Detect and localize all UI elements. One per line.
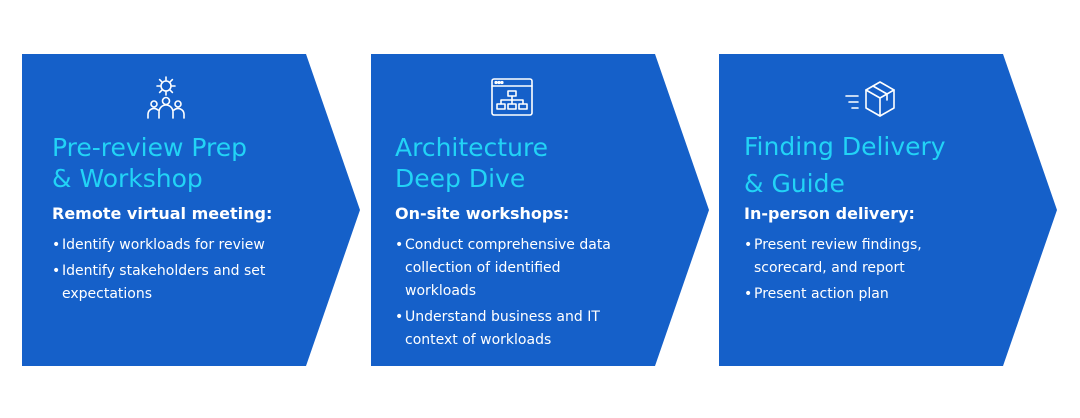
bullet-list: Identify workloads for review Identify s… <box>52 234 297 309</box>
step-subtitle: On-site workshops: <box>395 204 570 223</box>
step-pre-review: Pre-review Prep& Workshop Remote virtual… <box>22 54 360 366</box>
bullet-item: Present review findings, scorecard, and … <box>744 234 964 280</box>
bullet-item: Identify workloads for review <box>52 234 297 257</box>
step-subtitle: Remote virtual meeting: <box>52 204 273 223</box>
bullet-item: Present action plan <box>744 283 964 306</box>
bullet-list: Conduct comprehensive data collection of… <box>395 234 627 355</box>
step-title: Finding Delivery& Guide <box>744 132 946 198</box>
bullet-item: Identify stakeholders and set expectatio… <box>52 260 297 306</box>
step-content: Pre-review Prep& Workshop Remote virtual… <box>22 54 307 366</box>
sitemap-window-icon <box>491 78 533 116</box>
step-subtitle: In-person delivery: <box>744 204 915 223</box>
bullet-item: Conduct comprehensive data collection of… <box>395 234 627 303</box>
bullet-item: Understand business and IT context of wo… <box>395 306 627 352</box>
delivery-box-icon <box>845 81 895 117</box>
bullet-list: Present review findings, scorecard, and … <box>744 234 964 309</box>
step-content: Finding Delivery& Guide In-person delive… <box>719 54 1004 366</box>
step-title: Pre-review Prep& Workshop <box>52 133 248 193</box>
step-finding-delivery: Finding Delivery& Guide In-person delive… <box>719 54 1057 366</box>
gear-team-icon <box>147 76 185 119</box>
